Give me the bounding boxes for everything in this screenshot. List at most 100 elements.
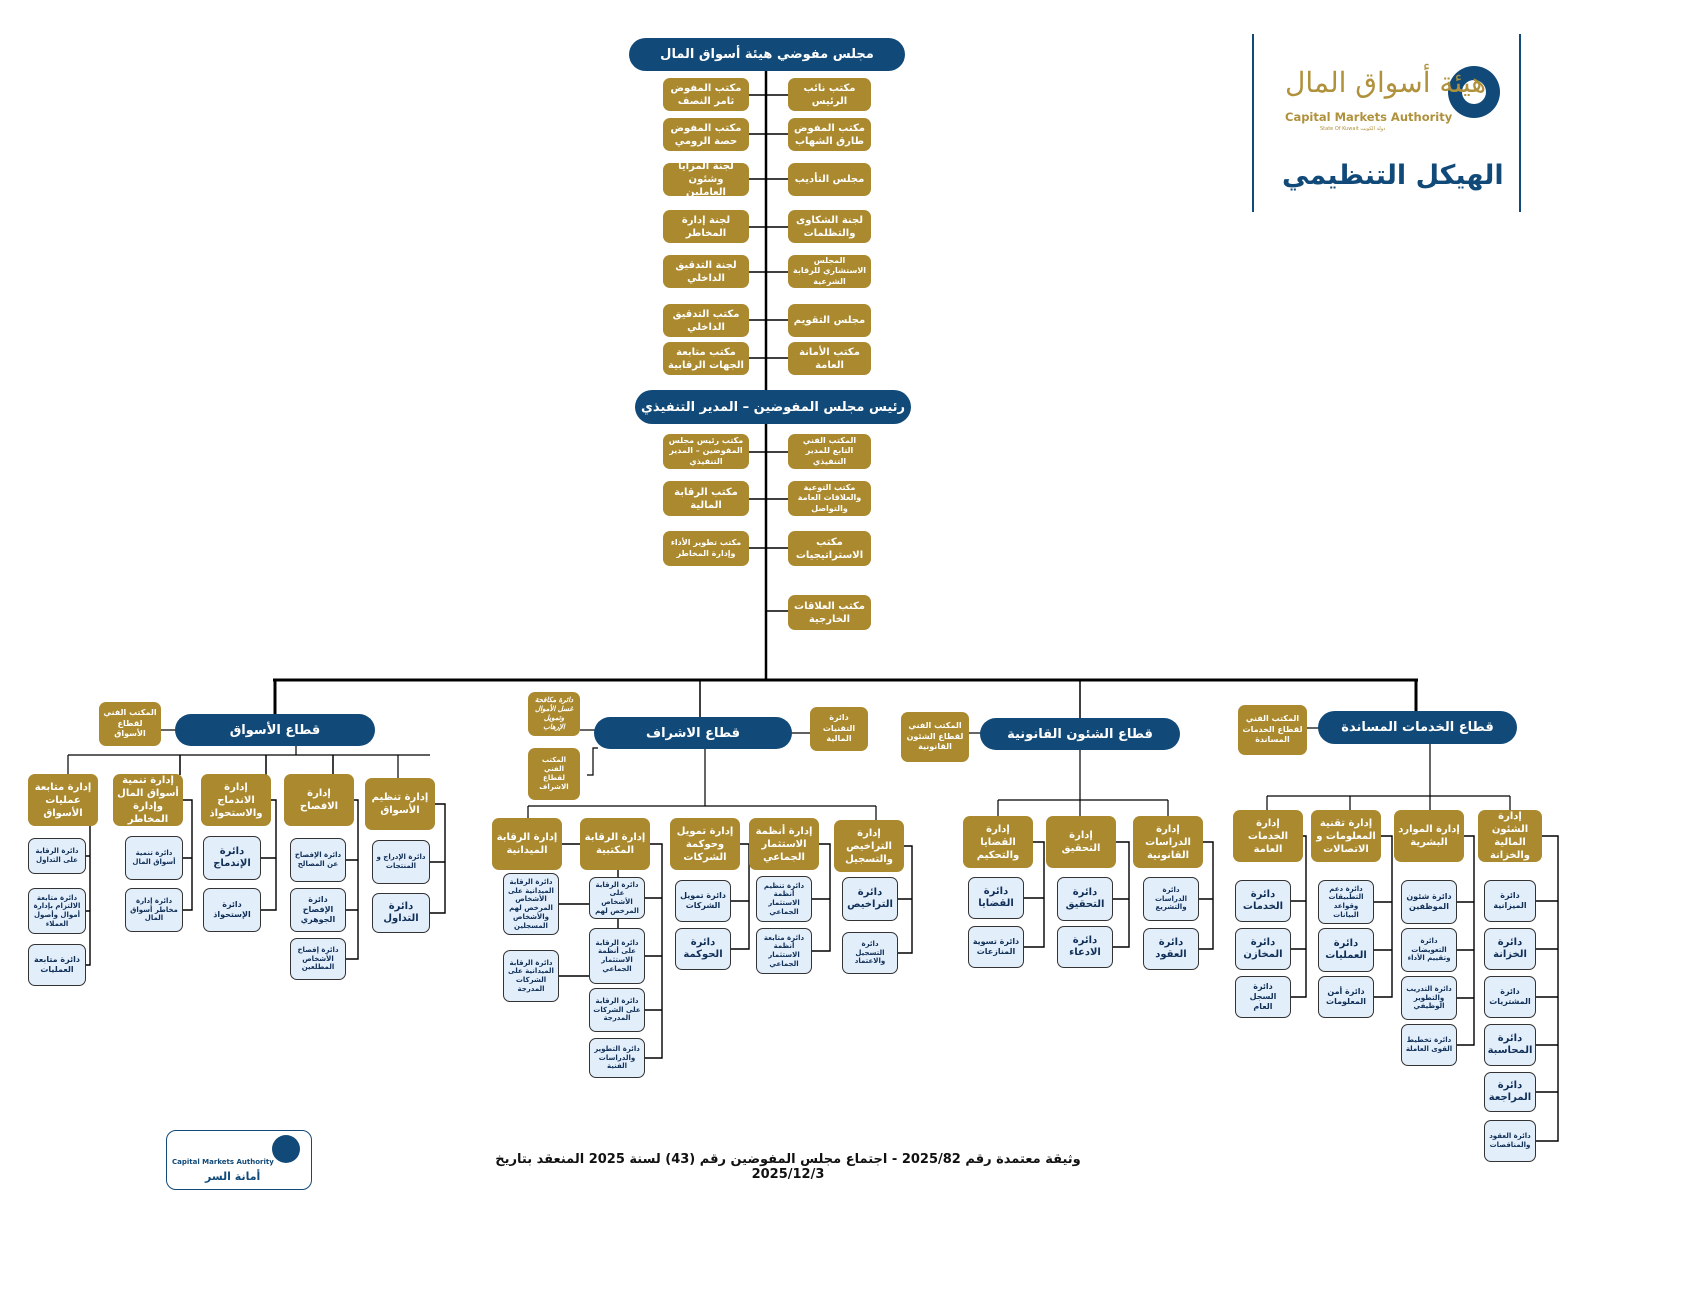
ceo-office-left[interactable]: مكتب رئيس مجلس المفوضين – المدير التنفيذ…	[663, 434, 749, 469]
unit-legal[interactable]: دائرة العقود	[1143, 928, 1199, 970]
board-office-left[interactable]: لجنة التدقيق الداخلي	[663, 255, 749, 288]
sector-legal[interactable]: قطاع الشئون القانونية	[980, 718, 1180, 750]
unit-support[interactable]: دائرة التدريب والتطوير الوظيفي	[1401, 976, 1457, 1020]
unit-markets[interactable]: دائرة إدارة مخاطر أسواق المال	[125, 888, 183, 932]
department-supervision[interactable]: إدارة تمويل وحوكمة الشركات	[670, 818, 740, 870]
markets-technical-office[interactable]: المكتب الفني لقطاع الأسواق	[99, 702, 161, 746]
ceo-office-left[interactable]: مكتب الرقابة المالية	[663, 481, 749, 516]
unit-markets[interactable]: دائرة الإدراج و المنتجات	[372, 840, 430, 884]
unit-markets[interactable]: دائرة متابعة الالتزام بإدارة أموال وأصول…	[28, 888, 86, 934]
unit-markets[interactable]: دائرة الإندماج	[203, 836, 261, 880]
board-office-right[interactable]: مكتب الأمانة العامة	[788, 342, 871, 375]
unit-support[interactable]: دائرة العمليات	[1318, 928, 1374, 972]
unit-support[interactable]: دائرة الميزانية	[1484, 880, 1536, 922]
unit-supervision[interactable]: دائرة الرقابة الميدانية على الشركات المد…	[503, 950, 559, 1002]
supervision-technical-office[interactable]: المكتب الفني لقطاع الاشراف	[528, 748, 580, 800]
ceo-office-right[interactable]: مكتب العلاقات الخارجية	[788, 595, 871, 630]
department-supervision[interactable]: إدارة التراخيص والتسجيل	[834, 820, 904, 872]
unit-supervision[interactable]: دائرة الرقابة الميدانية على الأشخاص المر…	[503, 873, 559, 935]
unit-supervision[interactable]: دائرة الرقابة على أنظمة الاستثمار الجماع…	[589, 928, 645, 984]
department-legal[interactable]: إدارة الدراسات القانونية	[1133, 816, 1203, 868]
department-support[interactable]: إدارة الشئون المالية والخزانة	[1478, 810, 1542, 862]
unit-support[interactable]: دائرة التعويضات وتقييم الأداء	[1401, 928, 1457, 972]
department-support[interactable]: إدارة الموارد البشرية	[1394, 810, 1464, 862]
unit-support[interactable]: دائرة تخطيط القوى العاملة	[1401, 1024, 1457, 1066]
unit-legal[interactable]: دائرة التحقيق	[1057, 877, 1113, 921]
ceo-office-right[interactable]: مكتب الاستراتيجيات	[788, 531, 871, 566]
unit-support[interactable]: دائرة المخازن	[1235, 928, 1291, 970]
unit-legal[interactable]: دائرة الادعاء	[1057, 926, 1113, 968]
unit-supervision[interactable]: دائرة التراخيص	[842, 877, 898, 921]
department-legal[interactable]: إدارة القضايا والتحكيم	[963, 816, 1033, 868]
unit-supervision[interactable]: دائرة متابعة أنظمة الاستثمار الجماعي	[756, 928, 812, 974]
unit-supervision[interactable]: دائرة تمويل الشركات	[675, 880, 731, 922]
page-title: الهيكل التنظيمي	[1282, 160, 1504, 191]
board-node[interactable]: مجلس مفوضي هيئة أسواق المال	[629, 38, 905, 71]
department-markets[interactable]: إدارة الاندماج والاستحواذ	[201, 774, 271, 826]
legal-technical-office[interactable]: المكتب الفني لقطاع الشئون القانونية	[901, 712, 969, 762]
board-office-left[interactable]: مكتب التدقيق الداخلي	[663, 304, 749, 337]
department-markets[interactable]: إدارة الافصاح	[284, 774, 354, 826]
board-office-right[interactable]: مجلس التأديب	[788, 163, 871, 196]
department-supervision[interactable]: إدارة الرقابة المكتبية	[580, 818, 650, 870]
department-support[interactable]: إدارة تقنية المعلومات و الاتصالات	[1311, 810, 1381, 862]
board-office-right[interactable]: المجلس الاستشاري للرقابة الشرعية	[788, 255, 871, 288]
unit-support[interactable]: دائرة المشتريات	[1484, 976, 1536, 1018]
ceo-office-left[interactable]: مكتب تطوير الأداء وإدارة المخاطر	[663, 531, 749, 566]
ceo-office-right[interactable]: مكتب التوعية والعلاقات العامة والتواصل	[788, 481, 871, 516]
board-office-left[interactable]: مكتب المفوض ثامر النصف	[663, 78, 749, 111]
support-technical-office[interactable]: المكتب الفني لقطاع الخدمات المساندة	[1238, 705, 1307, 755]
footer-approval-text: وثيقة معتمدة رقم 2025/82 - اجتماع مجلس ا…	[495, 1152, 1081, 1182]
unit-markets[interactable]: دائرة الإستحواذ	[203, 888, 261, 932]
board-office-left[interactable]: مكتب المفوض حصة الرومي	[663, 118, 749, 151]
unit-support[interactable]: دائرة شئون الموظفين	[1401, 880, 1457, 924]
unit-supervision[interactable]: دائرة الرقابة على الأشخاص المرخص لهم	[589, 877, 645, 919]
unit-support[interactable]: دائرة السجل العام	[1235, 976, 1291, 1018]
board-office-right[interactable]: لجنة الشكاوى والتظلمات	[788, 210, 871, 243]
unit-markets[interactable]: دائرة التداول	[372, 893, 430, 933]
board-office-right[interactable]: مجلس التقويم	[788, 304, 871, 337]
unit-supervision[interactable]: دائرة الرقابة على الشركات المدرجة	[589, 988, 645, 1032]
unit-supervision[interactable]: دائرة تنظيم أنظمة الاستثمار الجماعي	[756, 876, 812, 922]
unit-markets[interactable]: دائرة إفصاح الأشخاص المطلعين	[290, 938, 346, 980]
unit-markets[interactable]: دائرة الرقابة على التداول	[28, 838, 86, 874]
department-supervision[interactable]: إدارة أنظمة الاستثمار الجماعي	[749, 818, 819, 870]
fintech-unit[interactable]: دائرة التقنيات المالية	[810, 707, 868, 751]
department-markets[interactable]: إدارة تنمية أسواق المال وإدارة المخاطر	[113, 774, 183, 826]
board-office-left[interactable]: لجنة إدارة المخاطر	[663, 210, 749, 243]
board-office-left[interactable]: لجنة المزايا وشئون العاملين	[663, 161, 749, 198]
unit-support[interactable]: دائرة المحاسبة	[1484, 1024, 1536, 1066]
unit-supervision[interactable]: دائرة التسجيل والاعتماد	[842, 932, 898, 974]
unit-support[interactable]: دائرة الخزانة	[1484, 928, 1536, 970]
logo-subtitle-text: State Of Kuwait دولة الكويت	[1320, 126, 1386, 132]
board-office-right[interactable]: مكتب نائب الرئيس	[788, 78, 871, 111]
department-supervision[interactable]: إدارة الرقابة الميدانية	[492, 818, 562, 870]
unit-supervision[interactable]: دائرة الحوكمة	[675, 928, 731, 970]
unit-support[interactable]: دائرة الخدمات	[1235, 880, 1291, 922]
footer-logo-emblem-icon	[272, 1135, 300, 1163]
unit-markets[interactable]: دائرة تنمية أسواق المال	[125, 836, 183, 880]
unit-legal[interactable]: دائرة القضايا	[968, 877, 1024, 919]
unit-supervision[interactable]: دائرة التطوير والدراسات الفنية	[589, 1038, 645, 1078]
unit-legal[interactable]: دائرة تسوية المنازعات	[968, 926, 1024, 968]
department-legal[interactable]: إدارة التحقيق	[1046, 816, 1116, 868]
department-support[interactable]: إدارة الخدمات العامة	[1233, 810, 1303, 862]
unit-markets[interactable]: دائرة الإفصاح الجوهري	[290, 888, 346, 932]
unit-support[interactable]: دائرة المراجعة	[1484, 1072, 1536, 1112]
board-office-right[interactable]: مكتب المفوض طارق الشهاب	[788, 118, 871, 151]
sector-markets[interactable]: قطاع الأسواق	[175, 714, 375, 746]
supervision-aml-unit[interactable]: دائرة مكافحة غسل الأموال وتمويل الإرهاب	[528, 692, 580, 736]
ceo-node[interactable]: رئيس مجلس المفوضين – المدير التنفيذي	[635, 390, 911, 424]
unit-legal[interactable]: دائرة الدراسات والتشريع	[1143, 877, 1199, 921]
sector-support[interactable]: قطاع الخدمات المساندة	[1318, 711, 1517, 744]
unit-support[interactable]: دائرة العقود والمناقصات	[1484, 1120, 1536, 1162]
board-office-left[interactable]: مكتب متابعة الجهات الرقابية	[663, 342, 749, 375]
unit-support[interactable]: دائرة أمن المعلومات	[1318, 976, 1374, 1018]
sector-supervision[interactable]: قطاع الاشراف	[594, 717, 792, 749]
ceo-office-right[interactable]: المكتب الفني التابع للمدير التنفيذي	[788, 434, 871, 469]
unit-markets[interactable]: دائرة الإفصاح عن المصالح	[290, 838, 346, 882]
department-markets[interactable]: إدارة تنظيم الأسواق	[365, 778, 435, 830]
unit-support[interactable]: دائرة دعم التطبيقات وقواعد البيانات	[1318, 880, 1374, 924]
department-markets[interactable]: إدارة متابعة عمليات الأسواق	[28, 774, 98, 826]
unit-markets[interactable]: دائرة متابعة العمليات	[28, 944, 86, 986]
